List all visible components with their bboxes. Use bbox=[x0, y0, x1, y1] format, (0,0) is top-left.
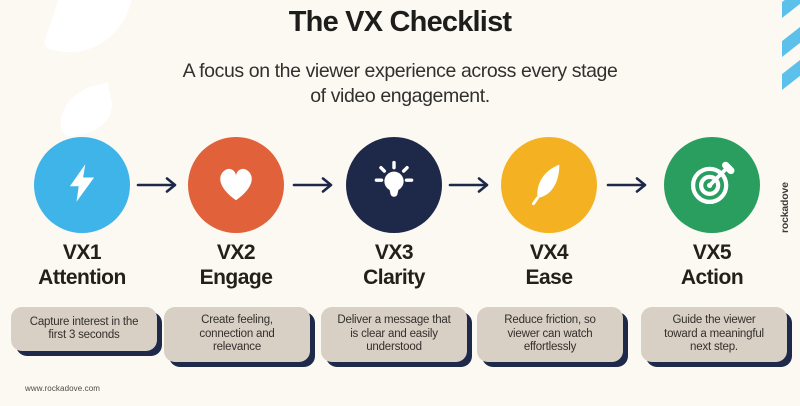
lightbulb-icon bbox=[369, 158, 419, 213]
brand-vertical-text: rockadove bbox=[779, 182, 791, 233]
right-arrow-icon bbox=[136, 176, 180, 194]
stage-code: VX2 bbox=[216, 241, 256, 264]
description-text: Guide the viewer toward a meaningful nex… bbox=[664, 314, 764, 353]
corner-stripes-decoration bbox=[782, 0, 800, 100]
description-box-action: Guide the viewer toward a meaningful nex… bbox=[641, 307, 787, 362]
feather-icon bbox=[526, 160, 572, 211]
stage-label-clarity: VX3 Clarity bbox=[319, 240, 469, 290]
stage-label-ease: VX4 Ease bbox=[474, 240, 624, 290]
stage-name: Ease bbox=[525, 266, 573, 289]
stage-code: VX5 bbox=[692, 241, 732, 264]
description-text: Create feeling, connection and relevance bbox=[199, 314, 275, 353]
page-title: The VX Checklist bbox=[288, 6, 512, 38]
stage-label-attention: VX1 Attention bbox=[7, 240, 157, 290]
page-subtitle: A focus on the viewer experience across … bbox=[182, 60, 618, 107]
right-arrow-icon bbox=[292, 176, 336, 194]
description-box-engage: Create feeling, connection and relevance bbox=[164, 307, 310, 362]
footer-url: www.rockadove.com bbox=[25, 384, 101, 393]
stage-circle-clarity bbox=[346, 137, 442, 233]
target-icon bbox=[686, 157, 738, 214]
description-text: Reduce friction, so viewer can watch eff… bbox=[504, 314, 596, 353]
stage-code: VX3 bbox=[374, 241, 414, 264]
stage-name: Clarity bbox=[363, 266, 425, 289]
right-arrow-icon bbox=[448, 176, 492, 194]
stage-circle-action bbox=[664, 137, 760, 233]
lightning-icon bbox=[60, 161, 104, 210]
stage-name: Engage bbox=[199, 266, 273, 289]
description-box-attention: Capture interest in the first 3 seconds bbox=[11, 307, 157, 351]
stage-name: Action bbox=[680, 266, 744, 289]
stage-code: VX4 bbox=[529, 241, 569, 264]
description-box-ease: Reduce friction, so viewer can watch eff… bbox=[477, 307, 623, 362]
stage-name: Attention bbox=[38, 266, 126, 289]
stage-code: VX1 bbox=[62, 241, 102, 264]
description-text: Deliver a message that is clear and easi… bbox=[337, 314, 451, 353]
heart-icon bbox=[213, 160, 259, 211]
stage-circle-engage bbox=[188, 137, 284, 233]
right-arrow-icon bbox=[606, 176, 650, 194]
description-text: Capture interest in the first 3 seconds bbox=[29, 315, 139, 342]
description-box-clarity: Deliver a message that is clear and easi… bbox=[321, 307, 467, 362]
stage-label-engage: VX2 Engage bbox=[161, 240, 311, 290]
stage-circle-ease bbox=[501, 137, 597, 233]
stage-label-action: VX5 Action bbox=[637, 240, 787, 290]
stage-circle-attention bbox=[34, 137, 130, 233]
